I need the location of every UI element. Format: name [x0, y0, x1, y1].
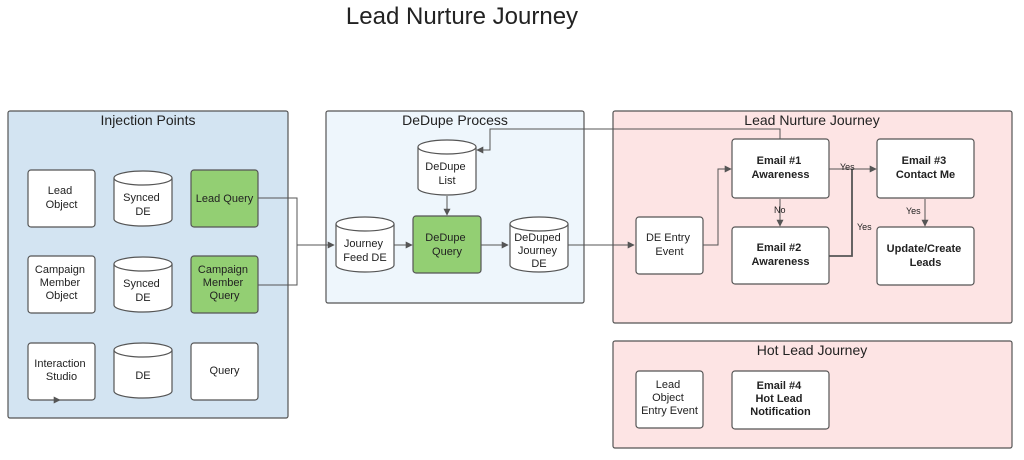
- node-campaign-member-query-label: Campaign Member Query: [198, 264, 251, 302]
- node-de: DE: [113, 342, 173, 399]
- node-email-4: Email #4 Hot Lead Notification: [731, 370, 830, 430]
- node-email-4-label: Email #4 Hot Lead Notification: [750, 380, 811, 418]
- node-journey-feed-de: Journey Feed DE: [335, 216, 395, 273]
- node-lead-query-label: Lead Query: [196, 193, 254, 205]
- edge-label-yes-email3-update: Yes: [906, 206, 921, 216]
- container-lead-nurture-journey-label: Lead Nurture Journey: [744, 112, 879, 128]
- node-synced-de-1-label: Synced DE: [123, 192, 163, 218]
- node-synced-de-1: Synced DE: [113, 170, 173, 227]
- edge-entry-event-to-email-1: [703, 165, 732, 246]
- node-dedupe-query: DeDupe Query: [412, 215, 482, 274]
- node-dedupe-list-label: DeDupe List: [425, 161, 468, 187]
- connectors: [258, 128, 929, 286]
- node-email-1-label: Email #1 Awareness: [752, 155, 810, 181]
- node-query: Query: [190, 342, 259, 401]
- node-de-label: DE: [135, 370, 150, 382]
- node-campaign-member-object: Campaign Member Object: [27, 255, 96, 314]
- node-dedupe-query-label: DeDupe Query: [425, 232, 468, 258]
- node-synced-de-2: Synced DE: [113, 256, 173, 313]
- node-lead-object-entry-event-label: Lead Object Entry Event: [641, 379, 698, 417]
- node-email-2-label: Email #2 Awareness: [752, 242, 810, 268]
- node-update-create-leads: Update/Create Leads: [876, 226, 975, 286]
- node-email-2: Email #2 Awareness: [731, 226, 830, 285]
- container-hot-lead-journey-label: Hot Lead Journey: [757, 342, 868, 358]
- node-lead-object-entry-event: Lead Object Entry Event: [635, 370, 704, 429]
- node-lead-object-label: Lead Object: [46, 185, 78, 211]
- edge-email-2-to-email-3: [829, 169, 853, 257]
- diagram-title: Lead Nurture Journey: [346, 3, 578, 30]
- node-email-1: Email #1 Awareness: [731, 138, 830, 199]
- node-interaction-studio-label: Interaction Studio: [34, 358, 88, 383]
- node-de-entry-event: DE Entry Event: [635, 216, 704, 275]
- node-de-entry-event-label: DE Entry Event: [646, 232, 693, 258]
- node-update-create-leads-label: Update/Create Leads: [887, 243, 965, 269]
- node-interaction-studio: Interaction Studio: [27, 342, 96, 404]
- node-email-3: Email #3 Contact Me: [876, 138, 975, 199]
- edge-label-yes-email2-email3: Yes: [857, 222, 872, 232]
- node-journey-feed-de-label: Journey Feed DE: [343, 238, 386, 264]
- node-campaign-member-query: Campaign Member Query: [190, 255, 259, 314]
- node-query-label: Query: [210, 365, 240, 377]
- node-lead-query: Lead Query: [190, 169, 259, 228]
- edge-lead-query-to-journey-feed: [258, 197, 335, 249]
- edge-label-yes-email1-email3: Yes: [840, 162, 855, 172]
- node-email-3-label: Email #3 Contact Me: [896, 155, 955, 181]
- node-synced-de-2-label: Synced DE: [123, 278, 163, 304]
- node-campaign-member-object-label: Campaign Member Object: [35, 264, 88, 302]
- edge-campaign-query-to-journey-feed: [258, 245, 298, 286]
- node-dedupe-list: DeDupe List: [417, 139, 477, 196]
- node-deduped-journey-de: DeDuped Journey DE: [509, 216, 569, 273]
- container-injection-points-label: Injection Points: [101, 112, 196, 128]
- edge-email-1-feedback-to-dedupe-list: [476, 128, 781, 154]
- edge-label-no-email1-email2: No: [774, 205, 786, 215]
- node-lead-object: Lead Object: [27, 169, 96, 228]
- container-dedupe-process-label: DeDupe Process: [402, 112, 508, 128]
- node-deduped-journey-de-label: DeDuped Journey DE: [514, 232, 564, 270]
